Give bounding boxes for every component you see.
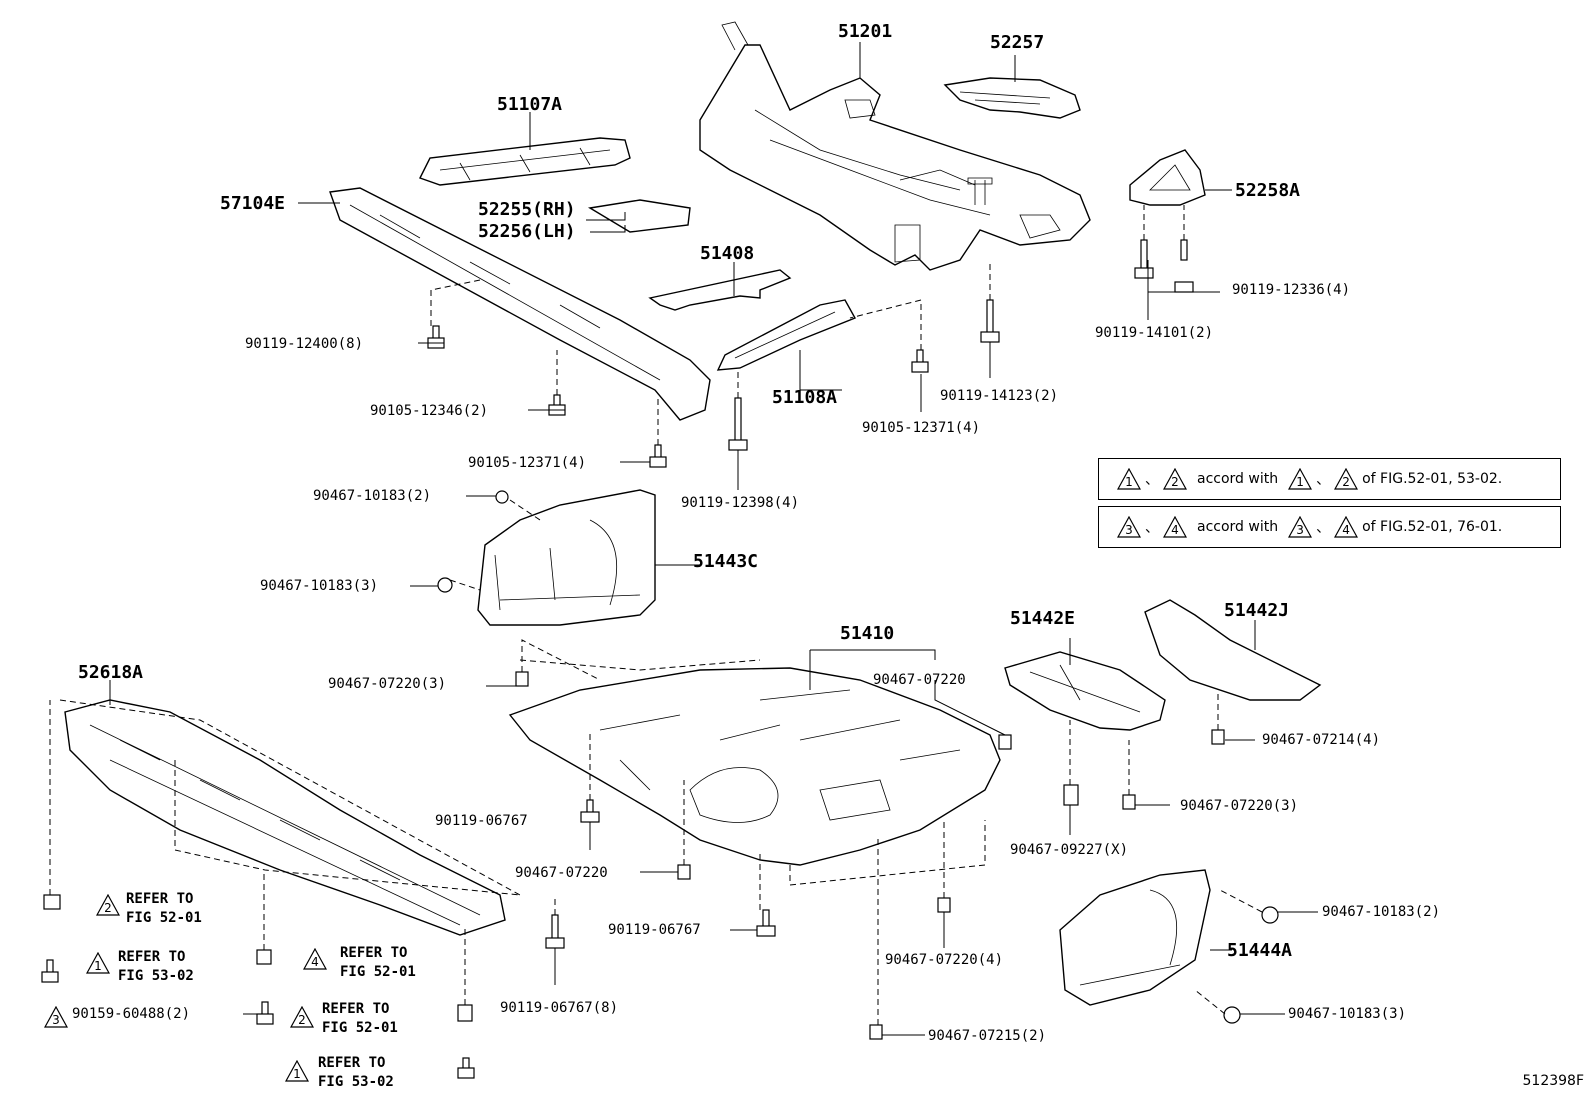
refer-to-fig-52-01-b: REFER TO FIG 52-01 <box>340 945 416 980</box>
fastener-label-90467-10183-upper: 90467-10183(2) <box>313 488 432 504</box>
cover-51442J-drawing <box>1144 599 1322 701</box>
note-separator: 、 <box>1316 520 1331 536</box>
leader-lines <box>109 42 1318 1036</box>
plate-52257-drawing <box>943 77 1081 119</box>
member-51107A-drawing <box>419 137 631 186</box>
ref-triangle-1-b: 1 <box>285 1060 309 1082</box>
part-label-52256: 52256(LH) <box>478 221 576 242</box>
fastener-label-90119-14123: 90119-14123(2) <box>940 388 1059 404</box>
refer-to-fig-52-01-a: REFER TO FIG 52-01 <box>126 891 202 926</box>
fastener-label-90119-14101: 90119-14101(2) <box>1095 325 1214 341</box>
fastener-label-90467-10183-mid: 90467-10183(3) <box>260 578 379 594</box>
member-57104E-drawing <box>329 187 711 421</box>
part-label-52257: 52257 <box>990 32 1045 53</box>
shield-51444A-drawing <box>1059 869 1211 1006</box>
fastener-label-90119-12336: 90119-12336(4) <box>1232 282 1351 298</box>
fastener-label-90467-07214: 90467-07214(4) <box>1262 732 1381 748</box>
note-accord-with: accord with <box>1197 519 1279 535</box>
part-label-51443C: 51443C <box>693 551 759 572</box>
note-triangle-4-ref: 4 <box>1334 516 1359 538</box>
note-separator: 、 <box>1316 472 1331 488</box>
fastener-label-90467-07215: 90467-07215(2) <box>928 1028 1047 1044</box>
fastener-label-90467-07220-a: 90467-07220(3) <box>328 676 447 692</box>
ref-triangle-3: 3 <box>44 1006 68 1028</box>
cover-52618A-drawing <box>64 699 506 936</box>
part-label-52618A: 52618A <box>78 662 144 683</box>
note-separator: 、 <box>1145 472 1159 488</box>
part-label-52255: 52255(RH) <box>478 199 576 220</box>
refer-to-fig-53-02-b: REFER TO FIG 53-02 <box>318 1055 394 1090</box>
refer-to-fig-53-02-a: REFER TO FIG 53-02 <box>118 949 194 984</box>
note-triangle-2-ref: 2 <box>1334 468 1359 490</box>
fastener-label-90119-12400: 90119-12400(8) <box>245 336 364 352</box>
fastener-label-90119-06767-c: 90119-06767(8) <box>500 1000 619 1016</box>
refer-to-fig-52-01-c: REFER TO FIG 52-01 <box>322 1001 398 1036</box>
subframe-51201-drawing <box>699 21 1091 271</box>
part-label-51410: 51410 <box>840 623 895 644</box>
ref-triangle-2-a: 2 <box>96 894 120 916</box>
note-triangle-3-ref: 3 <box>1288 516 1313 538</box>
fastener-label-90119-06767-a: 90119-06767 <box>435 813 528 829</box>
fastener-label-90467-10183-right-lower: 90467-10183(3) <box>1288 1006 1407 1022</box>
dashed-assembly-lines <box>49 205 1263 1025</box>
fastener-label-90119-12398: 90119-12398(4) <box>681 495 800 511</box>
part-label-51444A: 51444A <box>1227 940 1293 961</box>
bar-51408-drawing <box>648 269 792 311</box>
fastener-label-90467-10183-right-upper: 90467-10183(2) <box>1322 904 1441 920</box>
note-triangle-2: 2 <box>1163 468 1187 490</box>
bracket-52258A-drawing <box>1129 149 1206 206</box>
note-triangle-4: 4 <box>1163 516 1187 538</box>
fastener-label-90467-07220-d: 90467-07220 <box>515 865 608 881</box>
part-label-51108A: 51108A <box>772 387 838 408</box>
part-label-51107A: 51107A <box>497 94 563 115</box>
fastener-label-90105-12346: 90105-12346(2) <box>370 403 489 419</box>
shield-51443C-drawing <box>477 489 656 626</box>
fastener-label-90467-07220-b: 90467-07220 <box>873 672 966 688</box>
note-triangle-3: 3 <box>1117 516 1141 538</box>
note-triangle-1: 1 <box>1117 468 1141 490</box>
note-fig-reference: of FIG.52-01, 53-02. <box>1362 471 1503 487</box>
note-fig-reference: of FIG.52-01, 76-01. <box>1362 519 1503 535</box>
undercover-51410-drawing <box>508 667 1001 866</box>
part-label-57104E: 57104E <box>220 193 286 214</box>
fastener-label-90119-06767-b: 90119-06767 <box>608 922 701 938</box>
part-label-51442J: 51442J <box>1224 600 1290 621</box>
plate-52255-drawing <box>587 199 691 233</box>
note-box-3-4: 3 、 4 accord with 3 、 4 of FIG.52-01, 76… <box>1098 506 1561 548</box>
cover-51442E-drawing <box>1004 651 1166 731</box>
part-label-52258A: 52258A <box>1235 180 1301 201</box>
ref-triangle-2-b: 2 <box>290 1006 314 1028</box>
part-label-51408: 51408 <box>700 243 755 264</box>
note-separator: 、 <box>1145 520 1159 536</box>
figure-code: 512398F <box>1522 1073 1585 1089</box>
fastener-label-90105-12371-left: 90105-12371(4) <box>468 455 587 471</box>
member-51108A-drawing <box>716 299 856 371</box>
part-label-51201: 51201 <box>838 21 893 42</box>
fastener-label-90467-07220-e: 90467-07220(4) <box>885 952 1004 968</box>
fastener-label-90159-60488: 90159-60488(2) <box>72 1006 191 1022</box>
fastener-label-90467-09227: 90467-09227(X) <box>1010 842 1129 858</box>
note-box-1-2: 1 、 2 accord with 1 、 2 of FIG.52-01, 53… <box>1098 458 1561 500</box>
ref-triangle-1-a: 1 <box>86 952 110 974</box>
note-triangle-1-ref: 1 <box>1288 468 1313 490</box>
ref-triangle-4: 4 <box>303 948 327 970</box>
fastener-label-90467-07220-c: 90467-07220(3) <box>1180 798 1299 814</box>
part-label-51442E: 51442E <box>1010 608 1076 629</box>
fastener-label-90105-12371-right: 90105-12371(4) <box>862 420 981 436</box>
note-accord-with: accord with <box>1197 471 1279 487</box>
